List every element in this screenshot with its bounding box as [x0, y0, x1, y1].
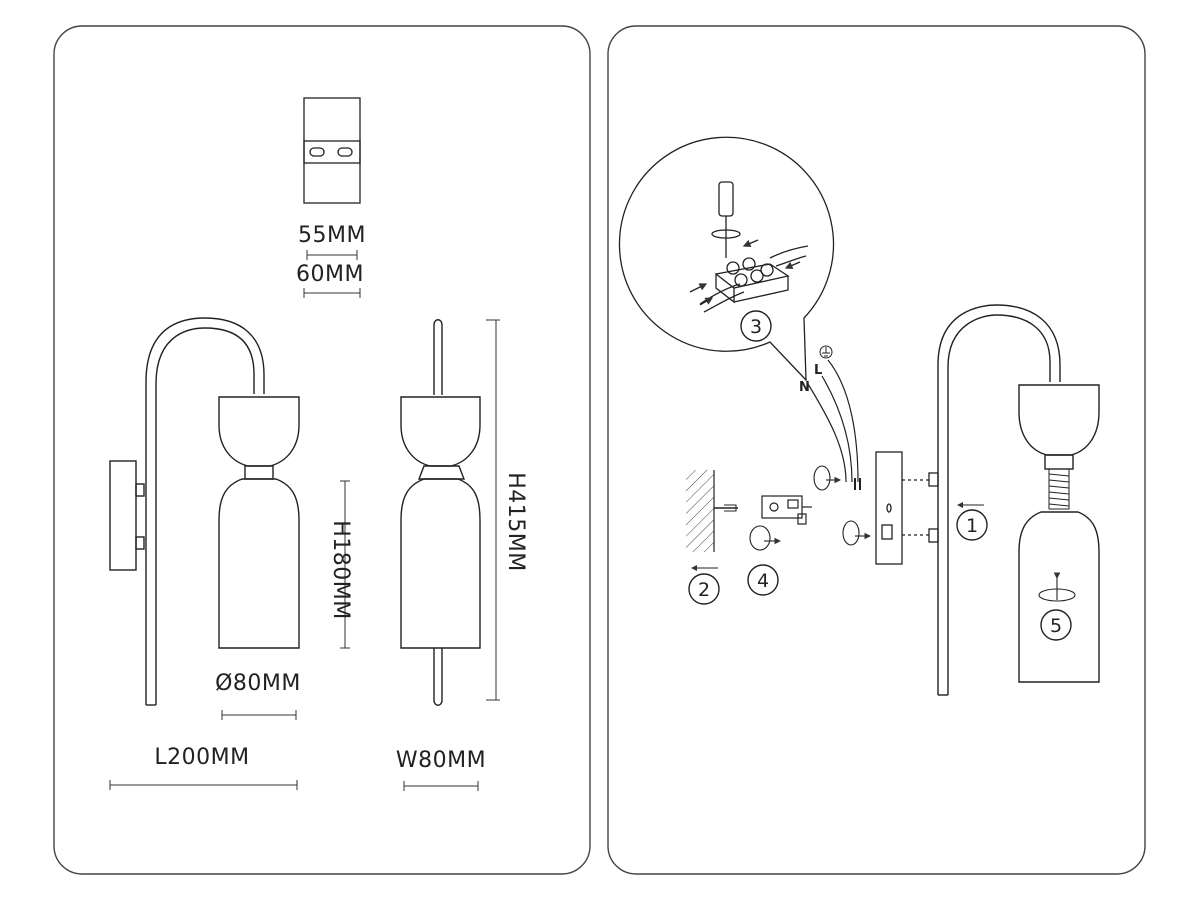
step-5-badge: 5 [1040, 609, 1072, 641]
lamp-side-view [109, 317, 300, 706]
step-1-badge: 1 [956, 509, 988, 541]
mounting-bracket [761, 495, 812, 525]
dimensions-panel: 55MM 60MM H180MM Ø80MM [53, 25, 591, 875]
height-total-dimline [486, 319, 500, 701]
lamp-arm [937, 304, 1061, 696]
height-total-label: H415MM [503, 472, 528, 572]
svg-text:4: 4 [757, 570, 769, 592]
width-label: W80MM [396, 748, 486, 773]
mount-width-inner-label: 55MM [298, 223, 366, 248]
wire-label-live: L [814, 363, 822, 378]
mounting-plate-top-view [303, 97, 361, 204]
svg-text:3: 3 [750, 316, 762, 338]
step-2-badge: 2 [688, 573, 720, 605]
rotate-icon-lower [842, 520, 872, 546]
diameter-dimline [221, 710, 297, 720]
mount-width-inner-dimline [306, 250, 358, 260]
lamp-canopy [1018, 384, 1100, 470]
length-label: L200MM [154, 745, 249, 770]
step-4-badge: 4 [747, 564, 779, 596]
length-dimline [109, 780, 298, 790]
rotate-icon-step4 [749, 525, 782, 551]
step-3-badge: 3 [740, 310, 772, 342]
glass-shade [1018, 511, 1100, 683]
diameter-label: Ø80MM [215, 671, 301, 696]
bulb-socket [1048, 468, 1070, 510]
mount-width-outer-label: 60MM [296, 262, 364, 287]
width-dimline [403, 781, 479, 791]
wall-section [686, 470, 738, 552]
supply-wires [807, 359, 859, 483]
svg-text:1: 1 [966, 515, 978, 537]
height-shade-label: H180MM [328, 520, 353, 620]
rotate-icon-upper [813, 465, 842, 491]
wire-label-neutral: N [799, 380, 810, 395]
rotate-icon-step5 [1038, 572, 1076, 602]
height-shade-dimline [340, 480, 350, 649]
svg-text:5: 5 [1050, 615, 1062, 637]
lamp-front-view [400, 319, 481, 706]
installation-panel: 3 L N 2 [607, 25, 1146, 875]
terminal-block-callout [618, 136, 835, 382]
svg-text:2: 2 [698, 579, 710, 601]
backplate [854, 451, 939, 565]
mount-width-outer-dimline [303, 288, 361, 298]
ground-icon [819, 345, 833, 359]
